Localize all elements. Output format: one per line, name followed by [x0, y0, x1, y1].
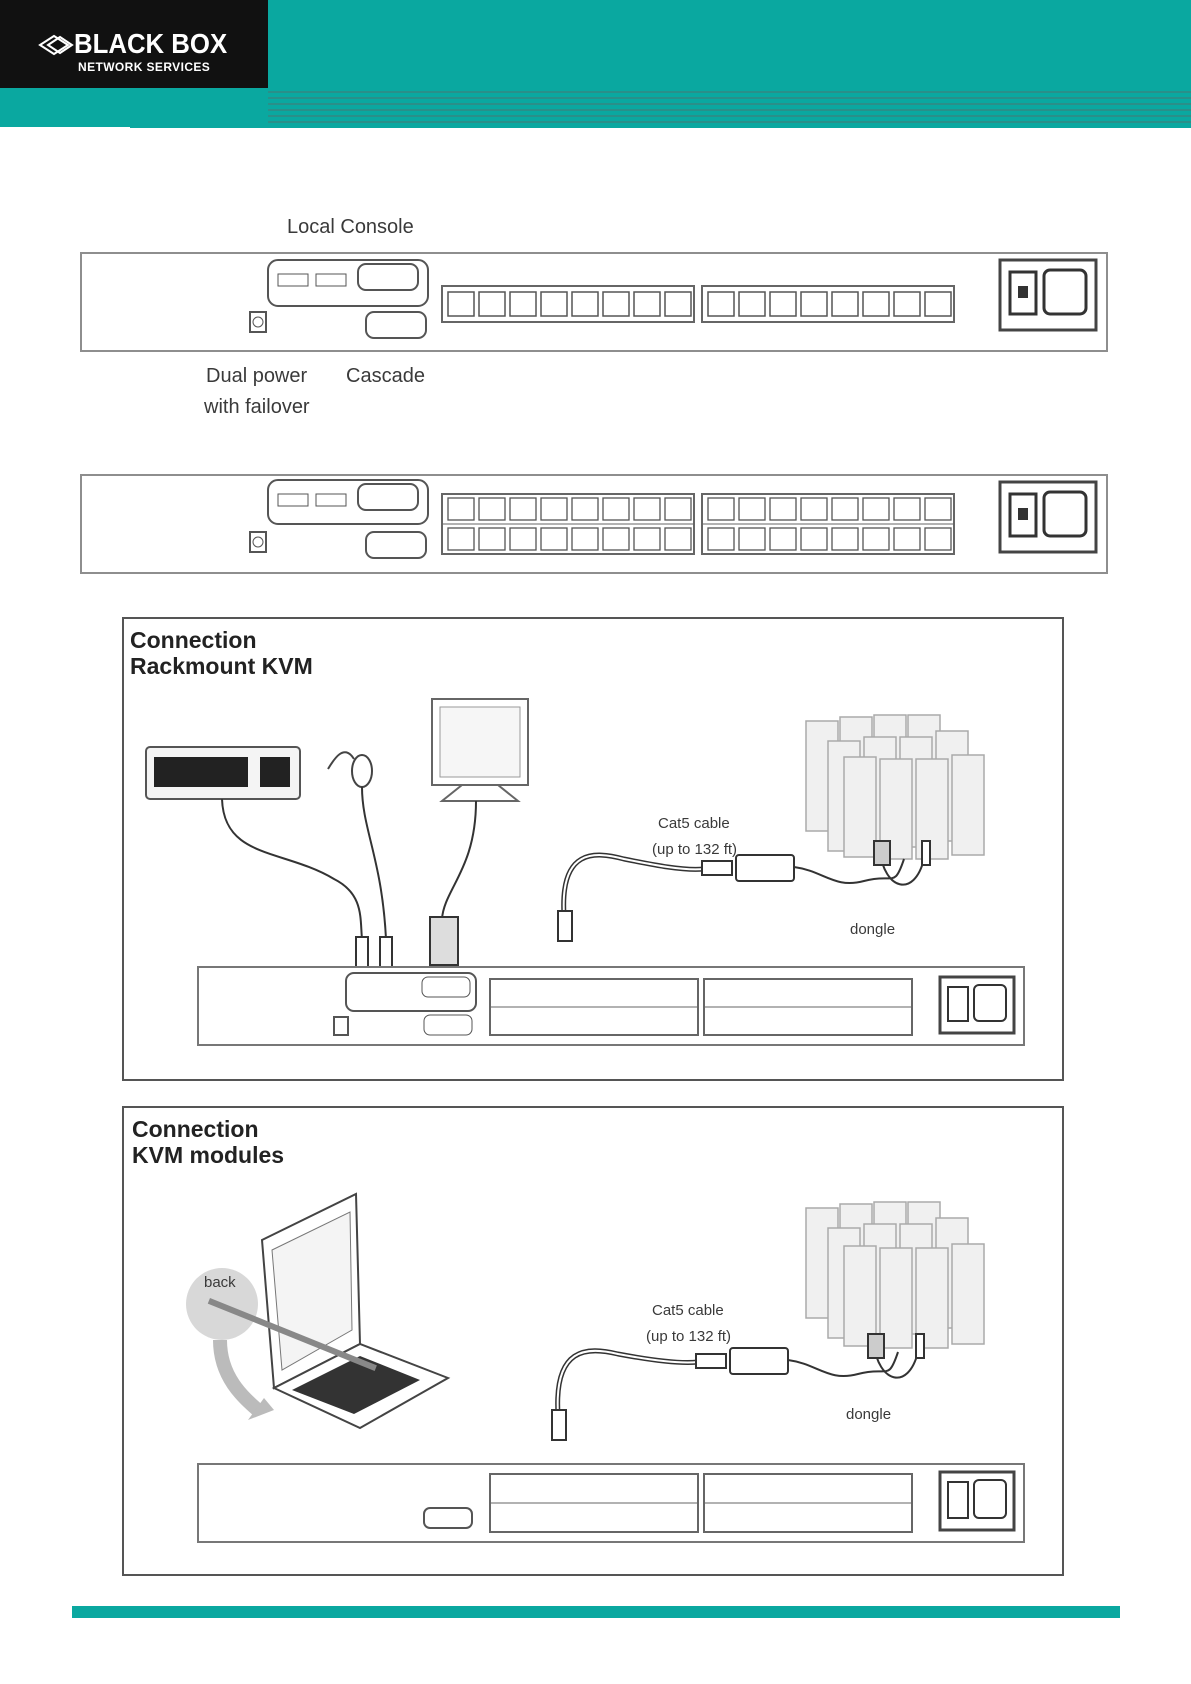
logo-diamond-icon [38, 34, 78, 56]
rear-panel-16-port-drawing [82, 254, 1106, 350]
back-label: back [204, 1274, 236, 1291]
modules-dongle-label: dongle [846, 1406, 891, 1423]
connection-rackmount-box: Connection Rackmount KVM [122, 617, 1064, 1081]
local-console-label: Local Console [287, 216, 414, 239]
rackmount-unit-drawing [198, 967, 1024, 1045]
rackmount-cable-label-line1: Cat5 cable [658, 815, 730, 832]
server-cluster-icon [806, 1202, 984, 1348]
modules-diagram [124, 1108, 1062, 1574]
page-header: BLACK BOX NETWORK SERVICES [0, 0, 1191, 127]
rackmount-dongle-label: dongle [850, 921, 895, 938]
logo-title: BLACK BOX [74, 28, 227, 60]
monitor-icon [432, 699, 528, 801]
rear-panel-32-port-drawing [82, 476, 1106, 572]
rear-panel-16-port [80, 252, 1108, 352]
footer-bar [72, 1606, 1120, 1618]
rackmount-diagram [124, 619, 1062, 1079]
modules-unit-drawing [198, 1464, 1024, 1542]
mouse-icon [328, 752, 372, 787]
logo-block: BLACK BOX NETWORK SERVICES [0, 0, 268, 88]
cascade-label: Cascade [346, 365, 425, 388]
server-cluster-icon [806, 715, 984, 859]
keyboard-icon [146, 747, 300, 799]
rackmount-cable-label-line2: (up to 132 ft) [652, 841, 737, 858]
modules-cable-label-line2: (up to 132 ft) [646, 1328, 731, 1345]
dual-power-label-line2: with failover [204, 396, 310, 419]
connection-modules-box: Connection KVM modules [122, 1106, 1064, 1576]
dual-power-label-line1: Dual power [206, 365, 307, 388]
rear-panel-32-port [80, 474, 1108, 574]
modules-cable-label-line1: Cat5 cable [652, 1302, 724, 1319]
header-underline [130, 126, 1191, 128]
logo-subtitle: NETWORK SERVICES [78, 60, 210, 74]
header-stripes [268, 88, 1191, 128]
